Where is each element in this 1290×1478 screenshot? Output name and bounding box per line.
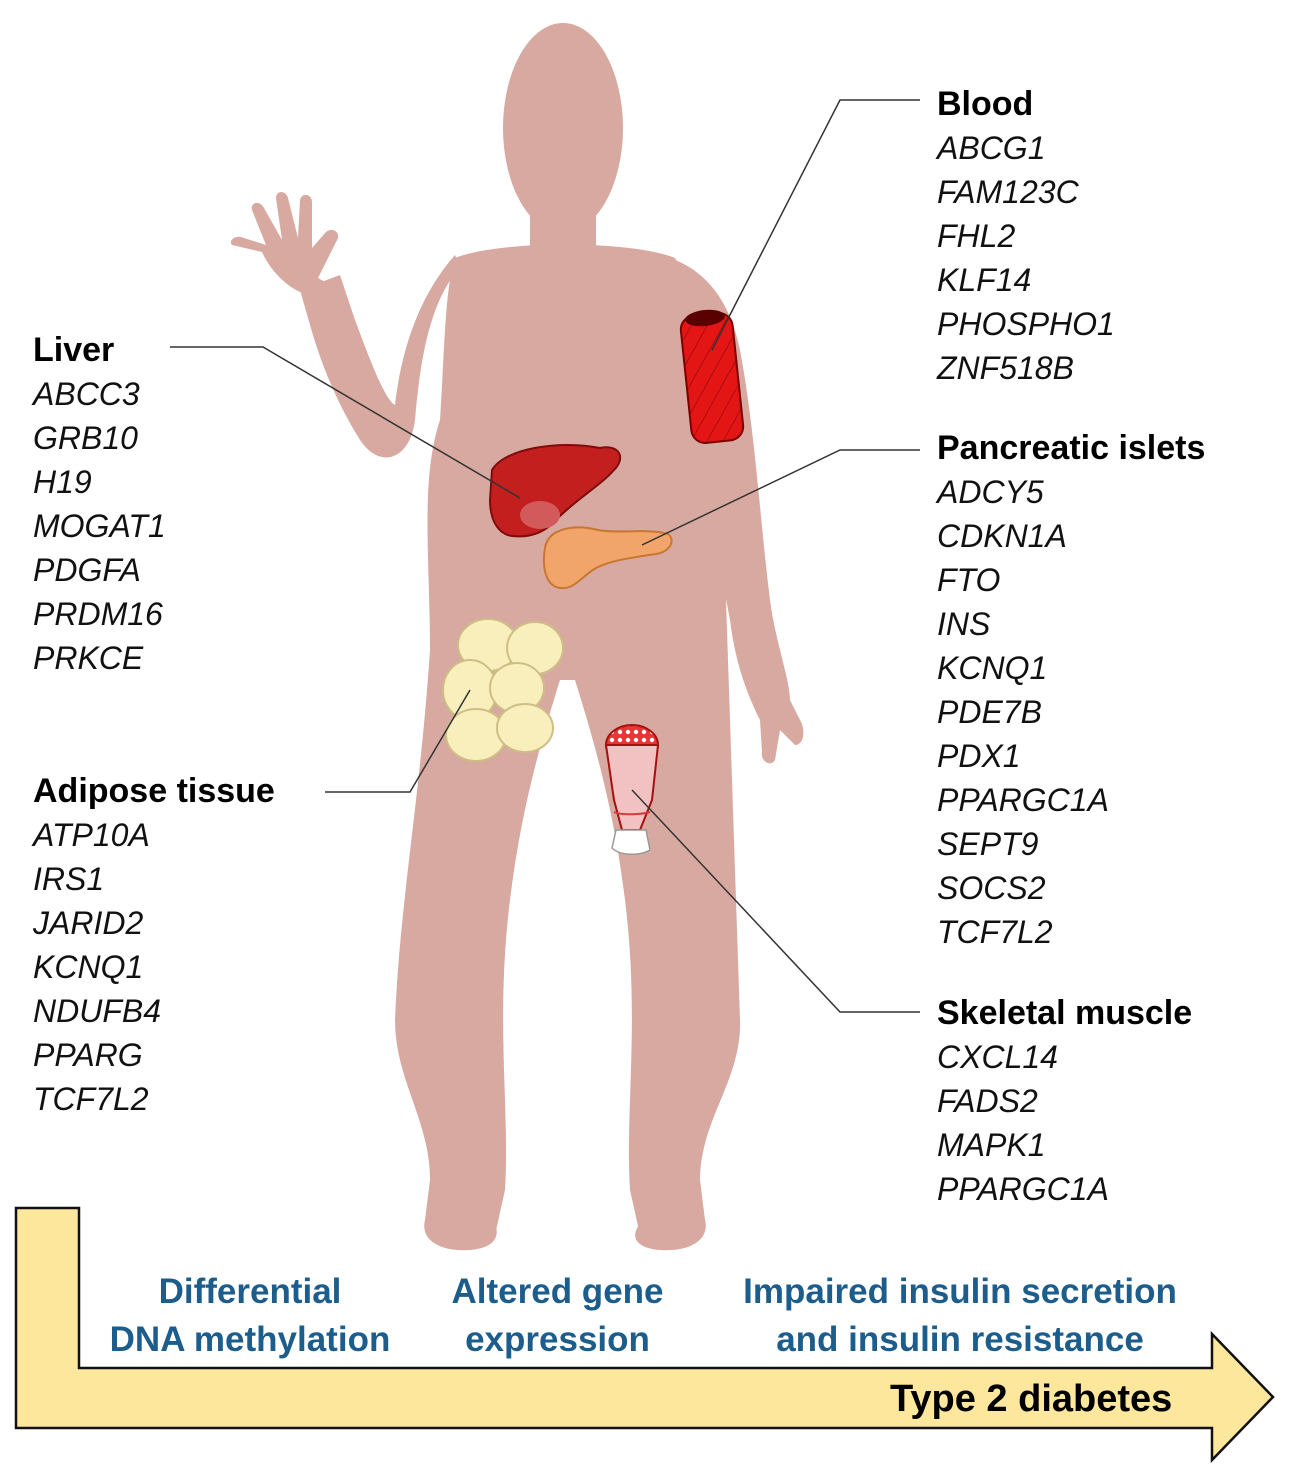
pathway-arrow (14, 1206, 1275, 1464)
gene-name: PPARG (33, 1037, 143, 1073)
gene-name: KCNQ1 (937, 650, 1048, 686)
stage-gene-expression-line2: expression (465, 1320, 650, 1359)
gene-name: MOGAT1 (33, 508, 166, 544)
adipose-leader-line (325, 689, 471, 793)
adipose-cells-illustration (442, 618, 564, 762)
gene-name: PRDM16 (33, 596, 163, 632)
gene-name: PDE7B (937, 694, 1042, 730)
gene-name: TCF7L2 (33, 1081, 149, 1117)
stage-dna-methylation: Differential DNA methylation (85, 1268, 415, 1364)
gene-name: SEPT9 (937, 826, 1039, 862)
muscle-leader-line (631, 789, 920, 1013)
adipose-title: Adipose tissue (33, 772, 275, 810)
gene-name: GRB10 (33, 420, 138, 456)
gene-name: ADCY5 (937, 474, 1044, 510)
gene-name: CXCL14 (937, 1039, 1058, 1075)
gene-name: NDUFB4 (33, 993, 162, 1029)
gene-name: PRKCE (33, 640, 144, 676)
gene-name: FAM123C (937, 174, 1079, 210)
liver-illustration (488, 443, 622, 538)
gene-name: PDGFA (33, 552, 141, 588)
gene-name: ZNF518B (937, 350, 1074, 386)
gene-name: ATP10A (33, 817, 150, 853)
stage-dna-methylation-line2: DNA methylation (109, 1320, 391, 1359)
stage-insulin: Impaired insulin secretion and insulin r… (705, 1268, 1215, 1364)
gene-name: PPARGC1A (937, 1171, 1109, 1207)
gene-name: CDKN1A (937, 518, 1067, 554)
blood-vessel-illustration (679, 309, 745, 444)
islets-title: Pancreatic islets (937, 429, 1206, 467)
gene-name: JARID2 (33, 905, 144, 941)
muscle-illustration (604, 724, 660, 855)
blood-title: Blood (937, 85, 1034, 123)
muscle-title: Skeletal muscle (937, 994, 1193, 1032)
gene-name: FADS2 (937, 1083, 1038, 1119)
gene-name: KCNQ1 (33, 949, 144, 985)
gene-name: PHOSPHO1 (937, 306, 1115, 342)
stage-dna-methylation-line1: Differential (158, 1272, 342, 1311)
gene-name: SOCS2 (937, 870, 1046, 906)
human-body-silhouette (230, 23, 804, 1251)
liver-leader-line (170, 346, 521, 499)
gene-name: FHL2 (937, 218, 1016, 254)
gene-name: MAPK1 (937, 1127, 1046, 1163)
islets-leader-line (641, 449, 920, 546)
gene-name: ABCC3 (33, 376, 140, 412)
outcome-type2-diabetes: Type 2 diabetes (890, 1378, 1173, 1420)
stage-insulin-line1: Impaired insulin secretion (743, 1272, 1177, 1311)
gene-name: ABCG1 (937, 130, 1046, 166)
stage-gene-expression: Altered gene expression (430, 1268, 685, 1364)
gene-name: PDX1 (937, 738, 1021, 774)
blood-leader-line (711, 99, 920, 351)
gene-name: INS (937, 606, 991, 642)
liver-title: Liver (33, 331, 115, 369)
gene-name: TCF7L2 (937, 914, 1053, 950)
gene-name: H19 (33, 464, 92, 500)
pancreas-illustration (542, 526, 673, 590)
gene-name: FTO (937, 562, 1001, 598)
gene-name: IRS1 (33, 861, 105, 897)
stage-insulin-line2: and insulin resistance (776, 1320, 1144, 1359)
stage-gene-expression-line1: Altered gene (451, 1272, 664, 1311)
gene-name: KLF14 (937, 262, 1032, 298)
gene-name: PPARGC1A (937, 782, 1109, 818)
